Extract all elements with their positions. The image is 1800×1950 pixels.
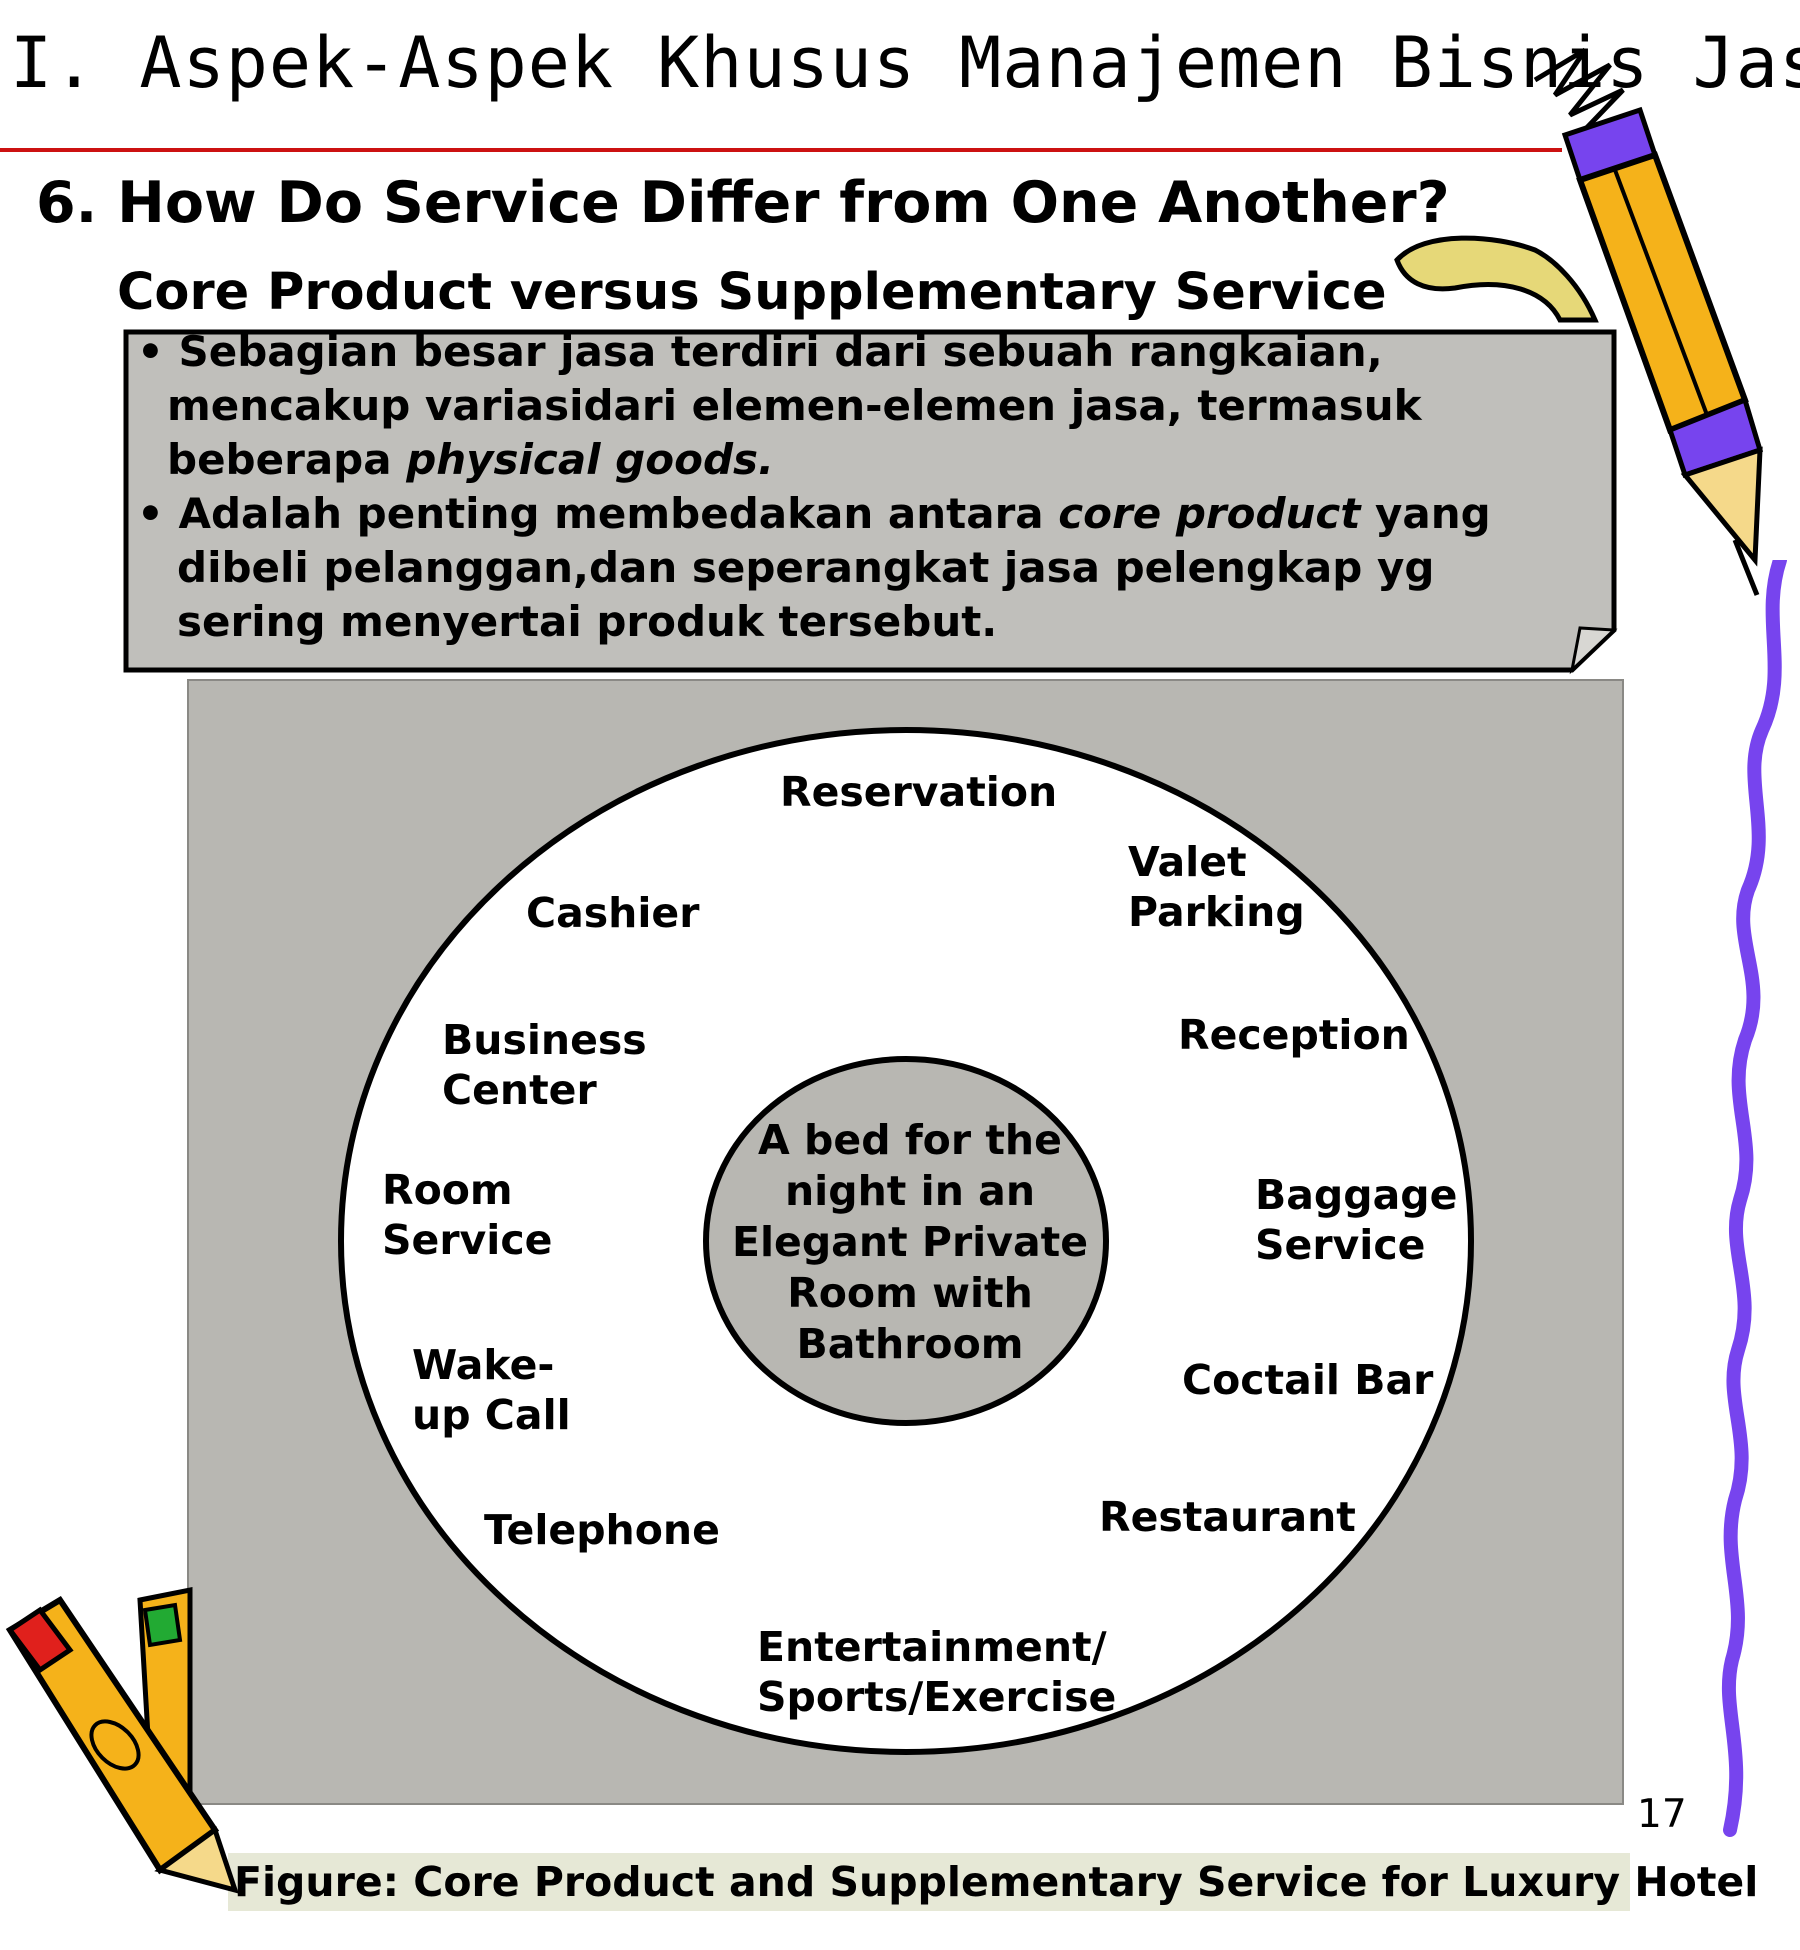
bullet-2-italic: core product — [1058, 489, 1361, 538]
section-heading: 6. How Do Service Differ from One Anothe… — [36, 170, 1450, 236]
title-rule — [0, 148, 1562, 152]
callout-text: • Sebagian besar jasa terdiri dari sebua… — [137, 325, 1577, 649]
callout-box — [123, 329, 1618, 675]
label-baggage-service: Baggage Service — [1255, 1171, 1458, 1269]
bullet-1-text: Sebagian besar jasa terdiri dari sebuah … — [167, 327, 1422, 484]
label-reservation: Reservation — [780, 768, 1058, 816]
figure-caption: Figure: Core Product and Supplementary S… — [228, 1853, 1758, 1911]
label-wake-up-call: Wake-up Call — [412, 1341, 571, 1439]
bullet-2-text: Adalah penting membedakan antara — [178, 489, 1059, 538]
pencils-icon — [5, 1586, 239, 1894]
label-business-center: Business Center — [442, 1016, 647, 1114]
label-telephone: Telephone — [484, 1506, 720, 1554]
core-circle — [703, 1056, 1109, 1426]
section-subheading: Core Product versus Supplementary Servic… — [117, 263, 1387, 322]
label-cashier: Cashier — [526, 889, 700, 937]
bullet-item-1: • Sebagian besar jasa terdiri dari sebua… — [137, 327, 1422, 484]
label-reception: Reception — [1178, 1011, 1410, 1059]
label-valet-parking: Valet Parking — [1128, 838, 1305, 936]
squiggle-line-icon — [1721, 560, 1787, 1837]
bullet-item-2: • Adalah penting membedakan antara core … — [137, 489, 1491, 646]
core-product-label: A bed for the night in an Elegant Privat… — [731, 1116, 1089, 1368]
slide-title: I. Aspek-Aspek Khusus Manajemen Bisnis J… — [10, 22, 1800, 104]
label-coctail-bar: Coctail Bar — [1182, 1356, 1434, 1404]
pencil-writing-icon — [1394, 47, 1764, 596]
bullet-1-italic: physical goods. — [406, 435, 774, 484]
page-number: 17 — [1637, 1792, 1687, 1837]
label-restaurant: Restaurant — [1099, 1493, 1356, 1541]
label-room-service: Room Service — [382, 1166, 553, 1264]
label-entertainment: Entertainment/ Sports/Exercise — [757, 1623, 1117, 1721]
bullet-2-text-end: yang dibeli pelanggan,dan seperangkat ja… — [177, 489, 1491, 646]
